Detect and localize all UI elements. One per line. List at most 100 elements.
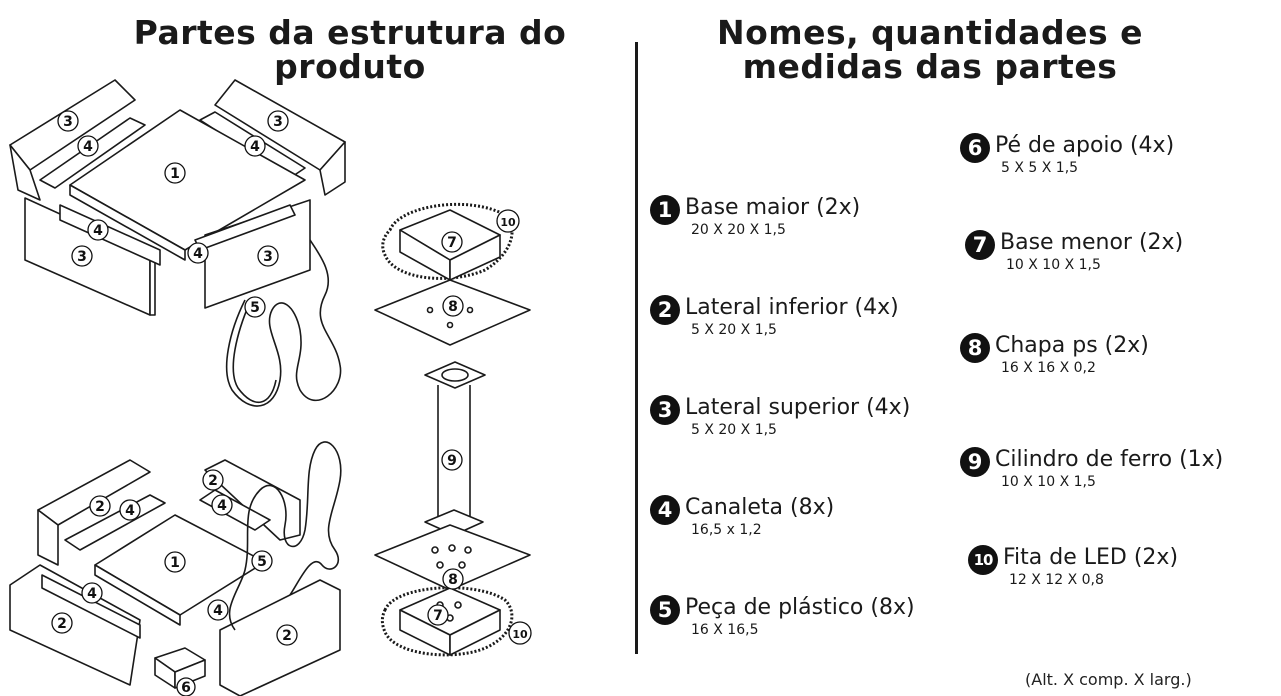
callout-4b: 4 [244, 135, 266, 157]
callout-4d-text: 4 [193, 246, 203, 262]
part-8-name: Chapa ps (2x) [995, 333, 1149, 358]
part-3-dims: 5 X 20 X 1,5 [691, 422, 777, 438]
part-5-number: 5 [650, 595, 680, 625]
part-10-dims: 12 X 12 X 0,8 [1009, 572, 1104, 588]
part-5-dims: 16 X 16,5 [691, 622, 759, 638]
part-5-name: Peça de plástico (8x) [685, 595, 915, 620]
callout-9: 9 [441, 449, 463, 471]
callout-3: 3 [57, 110, 79, 132]
part-5: 5 Peça de plástico (8x) 16 X 16,5 [650, 595, 915, 639]
callout-3d-text: 3 [263, 249, 273, 265]
callout-4e: 4 [119, 499, 141, 521]
callout-10-text: 10 [500, 216, 516, 229]
callout-6: 6 [176, 677, 196, 696]
callout-4d: 4 [187, 242, 209, 264]
callout-8b: 8 [442, 568, 464, 590]
part-2: 2 Lateral inferior (4x) 5 X 20 X 1,5 [650, 295, 899, 339]
callout-4g: 4 [81, 582, 103, 604]
part-2-name: Lateral inferior (4x) [685, 295, 899, 320]
part-4: 4 Canaleta (8x) 16,5 x 1,2 [650, 495, 834, 539]
callout-2c-text: 2 [57, 616, 67, 632]
part-4-number: 4 [650, 495, 680, 525]
callout-3c: 3 [71, 245, 93, 267]
part-2-number: 2 [650, 295, 680, 325]
part-8-dims: 16 X 16 X 0,2 [1001, 360, 1096, 376]
callout-10b-text: 10 [512, 628, 528, 641]
callout-2c: 2 [51, 612, 73, 634]
parts-list-title: Nomes, quantidades e medidas das partes [716, 13, 1144, 86]
callout-7: 7 [441, 231, 463, 253]
callout-8b-text: 8 [448, 572, 458, 588]
callout-1-text: 1 [170, 166, 180, 182]
part-4-name: Canaleta (8x) [685, 495, 835, 520]
callout-2b-text: 2 [208, 473, 218, 489]
callout-4e-text: 4 [125, 503, 135, 519]
callout-2d-text: 2 [282, 628, 292, 644]
callout-9-text: 9 [447, 453, 457, 469]
callout-1: 1 [164, 162, 186, 184]
diagram-title: Partes da estrutura do produto [133, 13, 567, 86]
callout-8: 8 [442, 295, 464, 317]
callout-5: 5 [244, 296, 266, 318]
callout-3b: 3 [267, 110, 289, 132]
part-9-name: Cilindro de ferro (1x) [995, 447, 1224, 472]
assembly-drawing: 3 4 1 3 4 4 3 4 3 5 7 10 8 9 8 7 10 2 4 … [9, 79, 532, 696]
part-4-dims: 16,5 x 1,2 [691, 522, 762, 538]
divider [635, 42, 638, 654]
callout-4f: 4 [211, 494, 233, 516]
part-7-dims: 10 X 10 X 1,5 [1006, 257, 1101, 273]
callout-4: 4 [77, 135, 99, 157]
part-6-number: 6 [960, 133, 990, 163]
callout-4c-text: 4 [93, 223, 103, 239]
callout-3d: 3 [257, 245, 279, 267]
callout-5b-text: 5 [257, 554, 267, 570]
part-1-dims: 20 X 20 X 1,5 [691, 222, 786, 238]
callout-10: 10 [496, 209, 520, 233]
callout-4h-text: 4 [213, 603, 223, 619]
callout-8-text: 8 [448, 299, 458, 315]
callout-3b-text: 3 [273, 114, 283, 130]
part-8: 8 Chapa ps (2x) 16 X 16 X 0,2 [960, 333, 1149, 377]
part-10-name: Fita de LED (2x) [1003, 545, 1179, 570]
part-3: 3 Lateral superior (4x) 5 X 20 X 1,5 [650, 395, 910, 439]
callout-7b: 7 [427, 604, 449, 626]
callout-4b-text: 4 [250, 139, 260, 155]
part-10: 10 Fita de LED (2x) 12 X 12 X 0,8 [968, 545, 1178, 589]
callout-7b-text: 7 [433, 608, 443, 624]
part-8-number: 8 [960, 333, 990, 363]
part-7: 7 Base menor (2x) 10 X 10 X 1,5 [965, 230, 1183, 274]
part-6: 6 Pé de apoio (4x) 5 X 5 X 1,5 [960, 133, 1174, 177]
part-1-number: 1 [650, 195, 680, 225]
callout-4g-text: 4 [87, 586, 97, 602]
callout-4f-text: 4 [217, 498, 227, 514]
callout-7-text: 7 [447, 235, 457, 251]
callout-1b-text: 1 [170, 555, 180, 571]
part-3-number: 3 [650, 395, 680, 425]
callout-5-text: 5 [250, 300, 260, 316]
callout-4c: 4 [87, 219, 109, 241]
part-1: 1 Base maior (2x) 20 X 20 X 1,5 [650, 195, 860, 239]
part-2-dims: 5 X 20 X 1,5 [691, 322, 777, 338]
callout-4-text: 4 [83, 139, 93, 155]
part-9-number: 9 [960, 447, 990, 477]
callout-2-text: 2 [95, 499, 105, 515]
part-9-dims: 10 X 10 X 1,5 [1001, 474, 1096, 490]
callout-2b: 2 [202, 469, 224, 491]
part-7-name: Base menor (2x) [1000, 230, 1184, 255]
part-6-dims: 5 X 5 X 1,5 [1001, 160, 1079, 176]
callout-3-text: 3 [63, 114, 73, 130]
part-9: 9 Cilindro de ferro (1x) 10 X 10 X 1,5 [960, 447, 1223, 491]
callout-10b: 10 [508, 621, 532, 645]
callout-6-text: 6 [181, 680, 191, 696]
dimensions-legend: (Alt. X comp. X larg.) [1025, 670, 1192, 689]
part-7-number: 7 [965, 230, 995, 260]
callout-3c-text: 3 [77, 249, 87, 265]
part-1-name: Base maior (2x) [685, 195, 861, 220]
callout-5b: 5 [251, 550, 273, 572]
callout-2: 2 [89, 495, 111, 517]
part-3-name: Lateral superior (4x) [685, 395, 911, 420]
part-10-number: 10 [968, 545, 998, 575]
part-6-name: Pé de apoio (4x) [995, 133, 1175, 158]
callout-2d: 2 [276, 624, 298, 646]
callout-1b: 1 [164, 551, 186, 573]
